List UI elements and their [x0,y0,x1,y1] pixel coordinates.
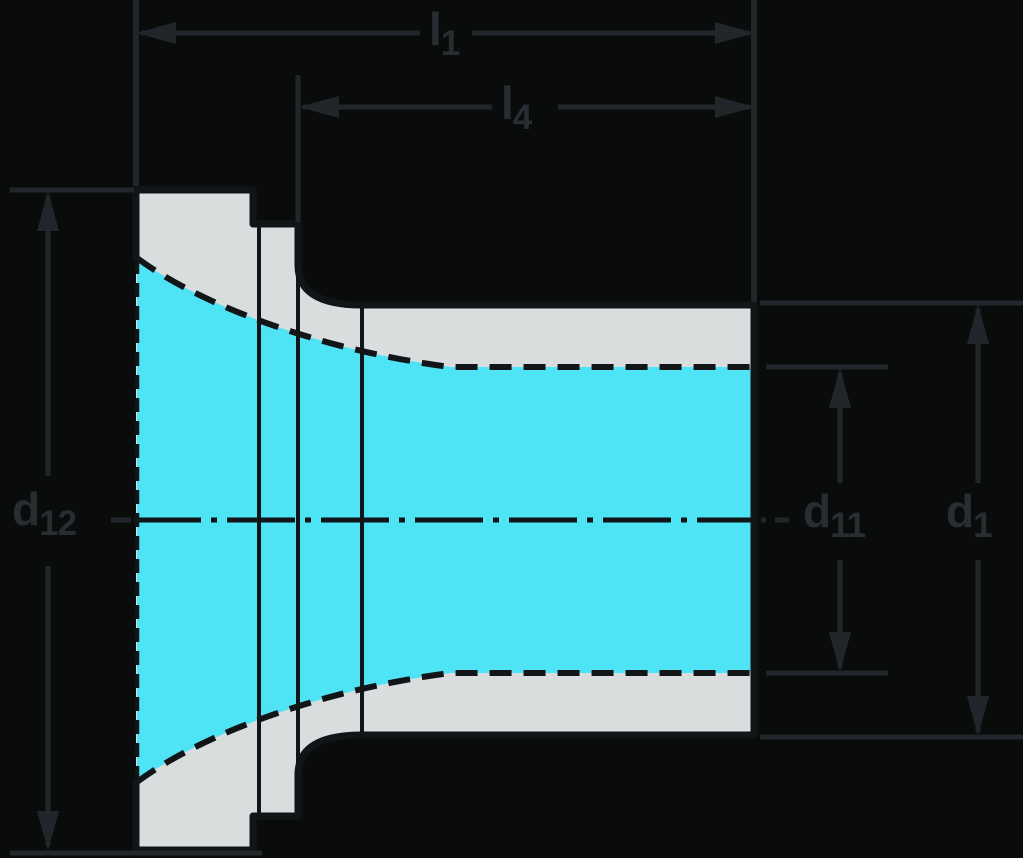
dim-d12-arrow-top [37,191,59,231]
label-l4-main: l [501,77,514,129]
label-d11-main: d [803,485,831,537]
label-d1-main: d [946,485,974,537]
dimension-lines [37,22,989,851]
label-d1-sub: 1 [973,506,992,545]
dim-l1-arrow-right [715,22,755,44]
label-d11-sub: 11 [830,506,866,545]
dim-l1-arrow-left [136,22,176,44]
dim-d11-arrow-bottom [829,632,851,672]
extension-lines [10,0,1023,856]
dim-l4-arrow-right [715,96,755,118]
label-d12-sub: 12 [39,504,77,543]
dim-d1-arrow-bottom [967,696,989,736]
dim-l4-arrow-left [299,96,339,118]
label-l1-main: l [429,3,442,55]
label-l4-sub: 4 [512,98,532,137]
dim-d11-arrow-top [829,368,851,408]
label-l1-sub: 1 [440,24,460,63]
dim-d12-arrow-bottom [37,811,59,851]
bore-taper-bottom-dashed-line [135,670,754,785]
bore-taper-top-dashed-line [135,255,754,370]
dim-d1-arrow-top [967,304,989,344]
label-d12-main: d [12,483,40,535]
